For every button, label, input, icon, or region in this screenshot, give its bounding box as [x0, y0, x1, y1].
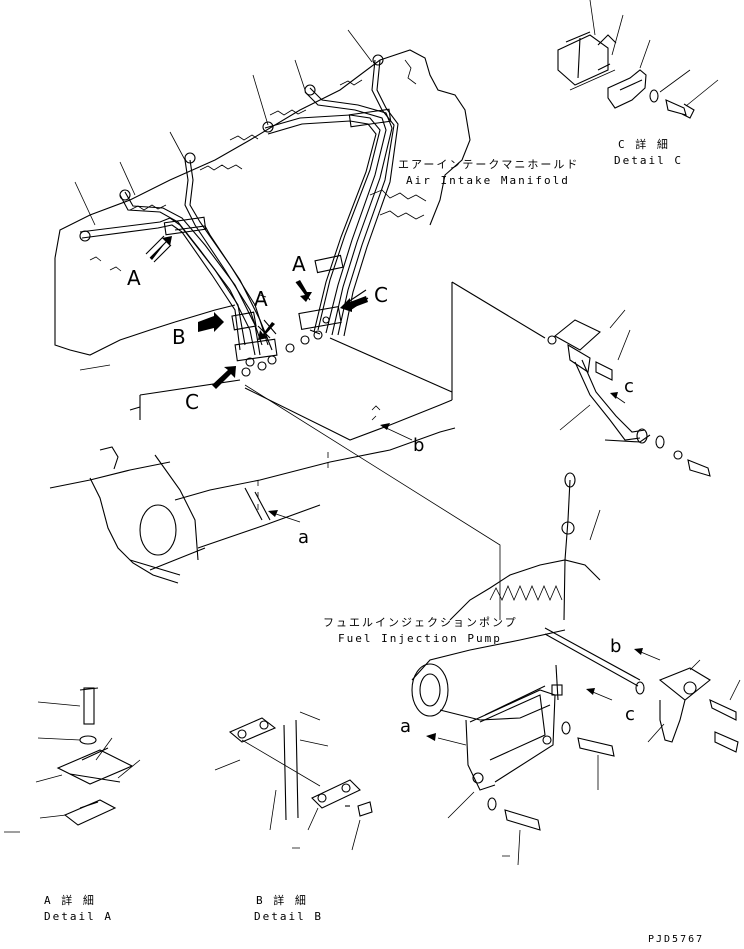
detail-b-drawing	[214, 711, 510, 857]
view-letter-c: C	[374, 283, 388, 307]
view-letter-b: B	[172, 325, 186, 349]
arrow-letter-c: c	[624, 376, 634, 397]
detail-c-title-jp: C 詳 細	[618, 138, 670, 151]
engine-block-outline	[49, 281, 546, 584]
detail-b-title-jp: B 詳 細	[256, 894, 308, 907]
detail-b-title-en: Detail B	[254, 910, 323, 923]
air-intake-label-jp: エアーインテークマニホールド	[398, 158, 580, 171]
engine-head-outline	[54, 49, 471, 356]
detail-a-drawing	[4, 687, 141, 833]
detail-c-title-en: Detail C	[614, 154, 683, 167]
part-code: PJD5767	[648, 934, 705, 945]
view-letter-c: C	[185, 390, 199, 414]
view-letter-a: A	[254, 287, 268, 311]
arrow-letter-a: a	[400, 716, 412, 737]
detail-a-title-en: Detail A	[44, 910, 113, 923]
view-letter-a: A	[292, 252, 306, 276]
leader-lines	[74, 29, 501, 620]
fuel-pump-drawing	[411, 472, 741, 866]
view-arrows	[145, 235, 369, 389]
arrow-letter-a: a	[298, 527, 310, 548]
fuel-pump-label-jp: フュエルインジェクションポンプ	[323, 616, 518, 629]
detail-a-title-jp: A 詳 細	[44, 894, 96, 907]
arrow-letter-b: b	[610, 636, 622, 657]
bracket-assembly-right	[547, 309, 711, 477]
air-intake-label-en: Air Intake Manifold	[406, 174, 570, 187]
detail-c-drawing	[557, 0, 719, 119]
injection-lines	[79, 54, 399, 377]
small-arrows	[268, 392, 661, 746]
fuel-pump-label-en: Fuel Injection Pump	[338, 632, 502, 645]
arrow-letter-b: b	[413, 435, 425, 456]
arrow-letter-c: c	[625, 704, 635, 725]
view-letter-a: A	[127, 266, 141, 290]
